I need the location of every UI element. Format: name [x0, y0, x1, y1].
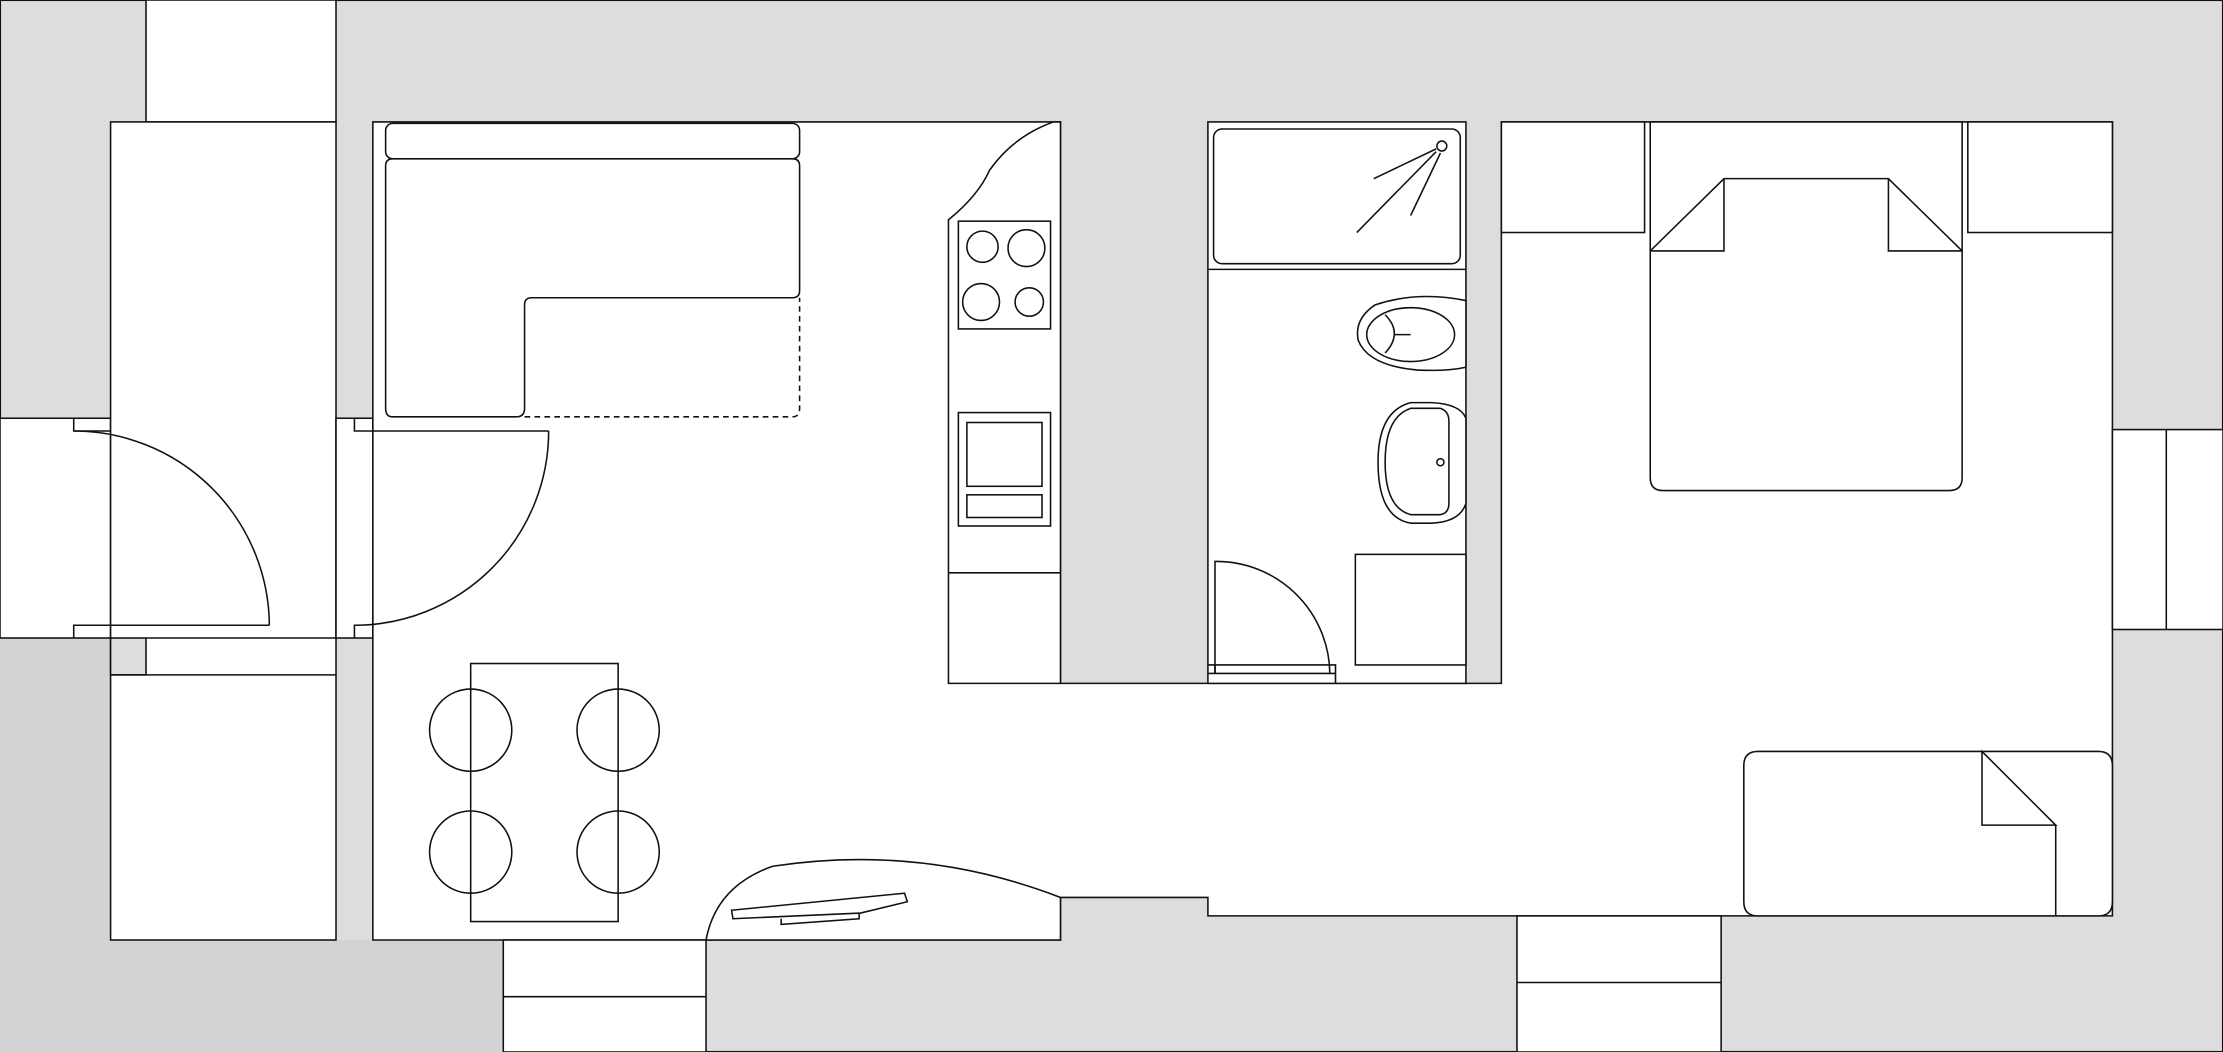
- bathroom-cabinet: [1354, 553, 1467, 666]
- shower-icon: [1212, 128, 1462, 265]
- wardrobe-left: [1500, 121, 1646, 234]
- chair-icon: [576, 810, 661, 894]
- oven-icon: [957, 411, 1052, 527]
- door-swing-icon: [353, 418, 550, 639]
- stove-icon: [957, 220, 1052, 330]
- desk-icon: [705, 858, 1062, 941]
- door-swing-icon: [1207, 560, 1337, 684]
- sink-icon: [1356, 295, 1467, 372]
- closet-divider: [109, 637, 147, 676]
- entrance-opening: [0, 417, 112, 639]
- closet: [109, 121, 337, 941]
- bed-icon: [1649, 121, 1963, 492]
- window-top-left: [145, 0, 337, 123]
- exterior-wall-lower-left: [0, 638, 504, 1052]
- door-swing-icon: [72, 418, 271, 639]
- sofa-icon: [1743, 749, 2114, 917]
- window-right: [2111, 428, 2223, 631]
- kitchen-counter: [947, 121, 1062, 685]
- sofa-icon: [384, 122, 801, 418]
- table-icon: [469, 662, 619, 923]
- chair-icon: [428, 810, 513, 894]
- wardrobe-right: [1967, 121, 2114, 234]
- doorway-inner: [335, 417, 374, 639]
- chair-icon: [576, 688, 661, 773]
- window-bottom-right: [1516, 915, 1722, 1052]
- toilet-icon: [1377, 401, 1467, 524]
- chair-icon: [428, 688, 513, 773]
